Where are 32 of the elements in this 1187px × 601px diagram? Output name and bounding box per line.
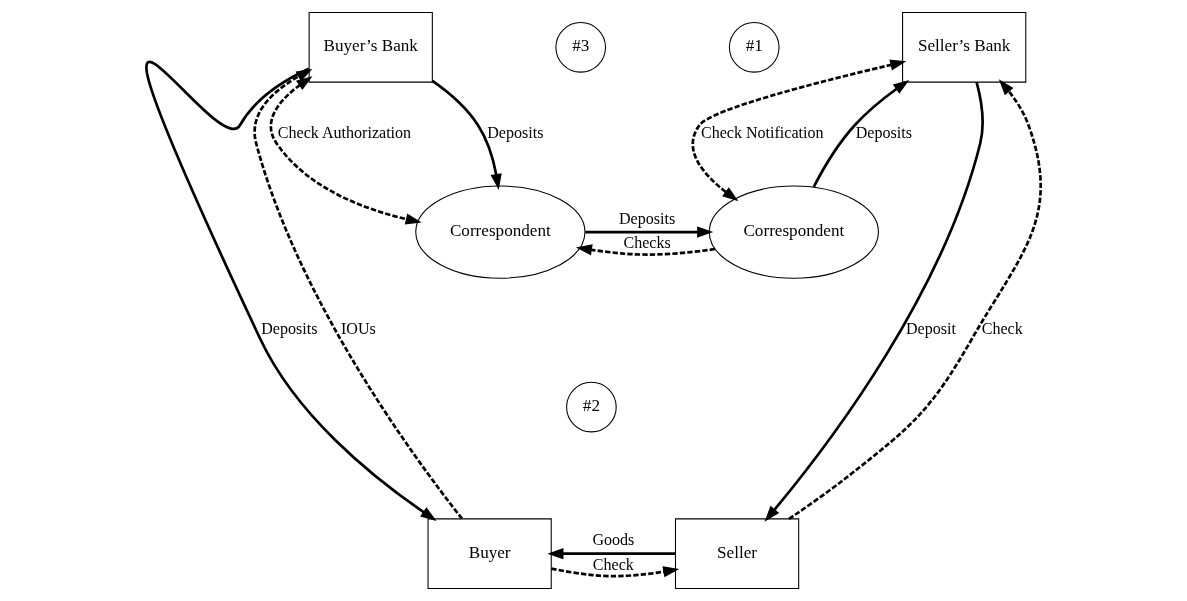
edge-label: Goods (592, 531, 635, 549)
arrow (575, 244, 716, 256)
arrow (547, 548, 676, 560)
arrow (551, 566, 680, 578)
arrow (812, 79, 910, 188)
node-box: Buyer (427, 518, 552, 589)
edge-label: Check (592, 555, 634, 573)
edge-label: Deposits (261, 319, 318, 337)
edge-label: IOUs (341, 319, 376, 337)
edge-label: Deposits (487, 123, 544, 141)
arrow (585, 226, 714, 238)
node-circle: #1 (728, 22, 780, 73)
arrow (253, 69, 463, 520)
edge-label: Check Authorization (277, 123, 412, 141)
edge-label: Deposits (619, 209, 676, 227)
node-box: Seller’s Bank (902, 12, 1027, 83)
node-circle: #2 (566, 381, 617, 433)
arrow (269, 76, 422, 225)
edge-label: Deposit (906, 319, 956, 337)
node-box: Buyer’s Bank (308, 12, 433, 83)
arrow (788, 79, 1042, 520)
edge-label: Checks (623, 234, 671, 252)
edge-label: Check Notification (700, 123, 824, 141)
arrow (764, 82, 984, 522)
edge-label: Check (981, 319, 1023, 337)
arrow (431, 79, 502, 190)
edge-label: Deposits (855, 123, 912, 141)
node-box: Seller (674, 518, 800, 589)
arrow (146, 62, 437, 521)
arrow (691, 59, 907, 202)
node-circle: #3 (555, 22, 607, 73)
node-ellipse: Correspondent (415, 185, 586, 279)
